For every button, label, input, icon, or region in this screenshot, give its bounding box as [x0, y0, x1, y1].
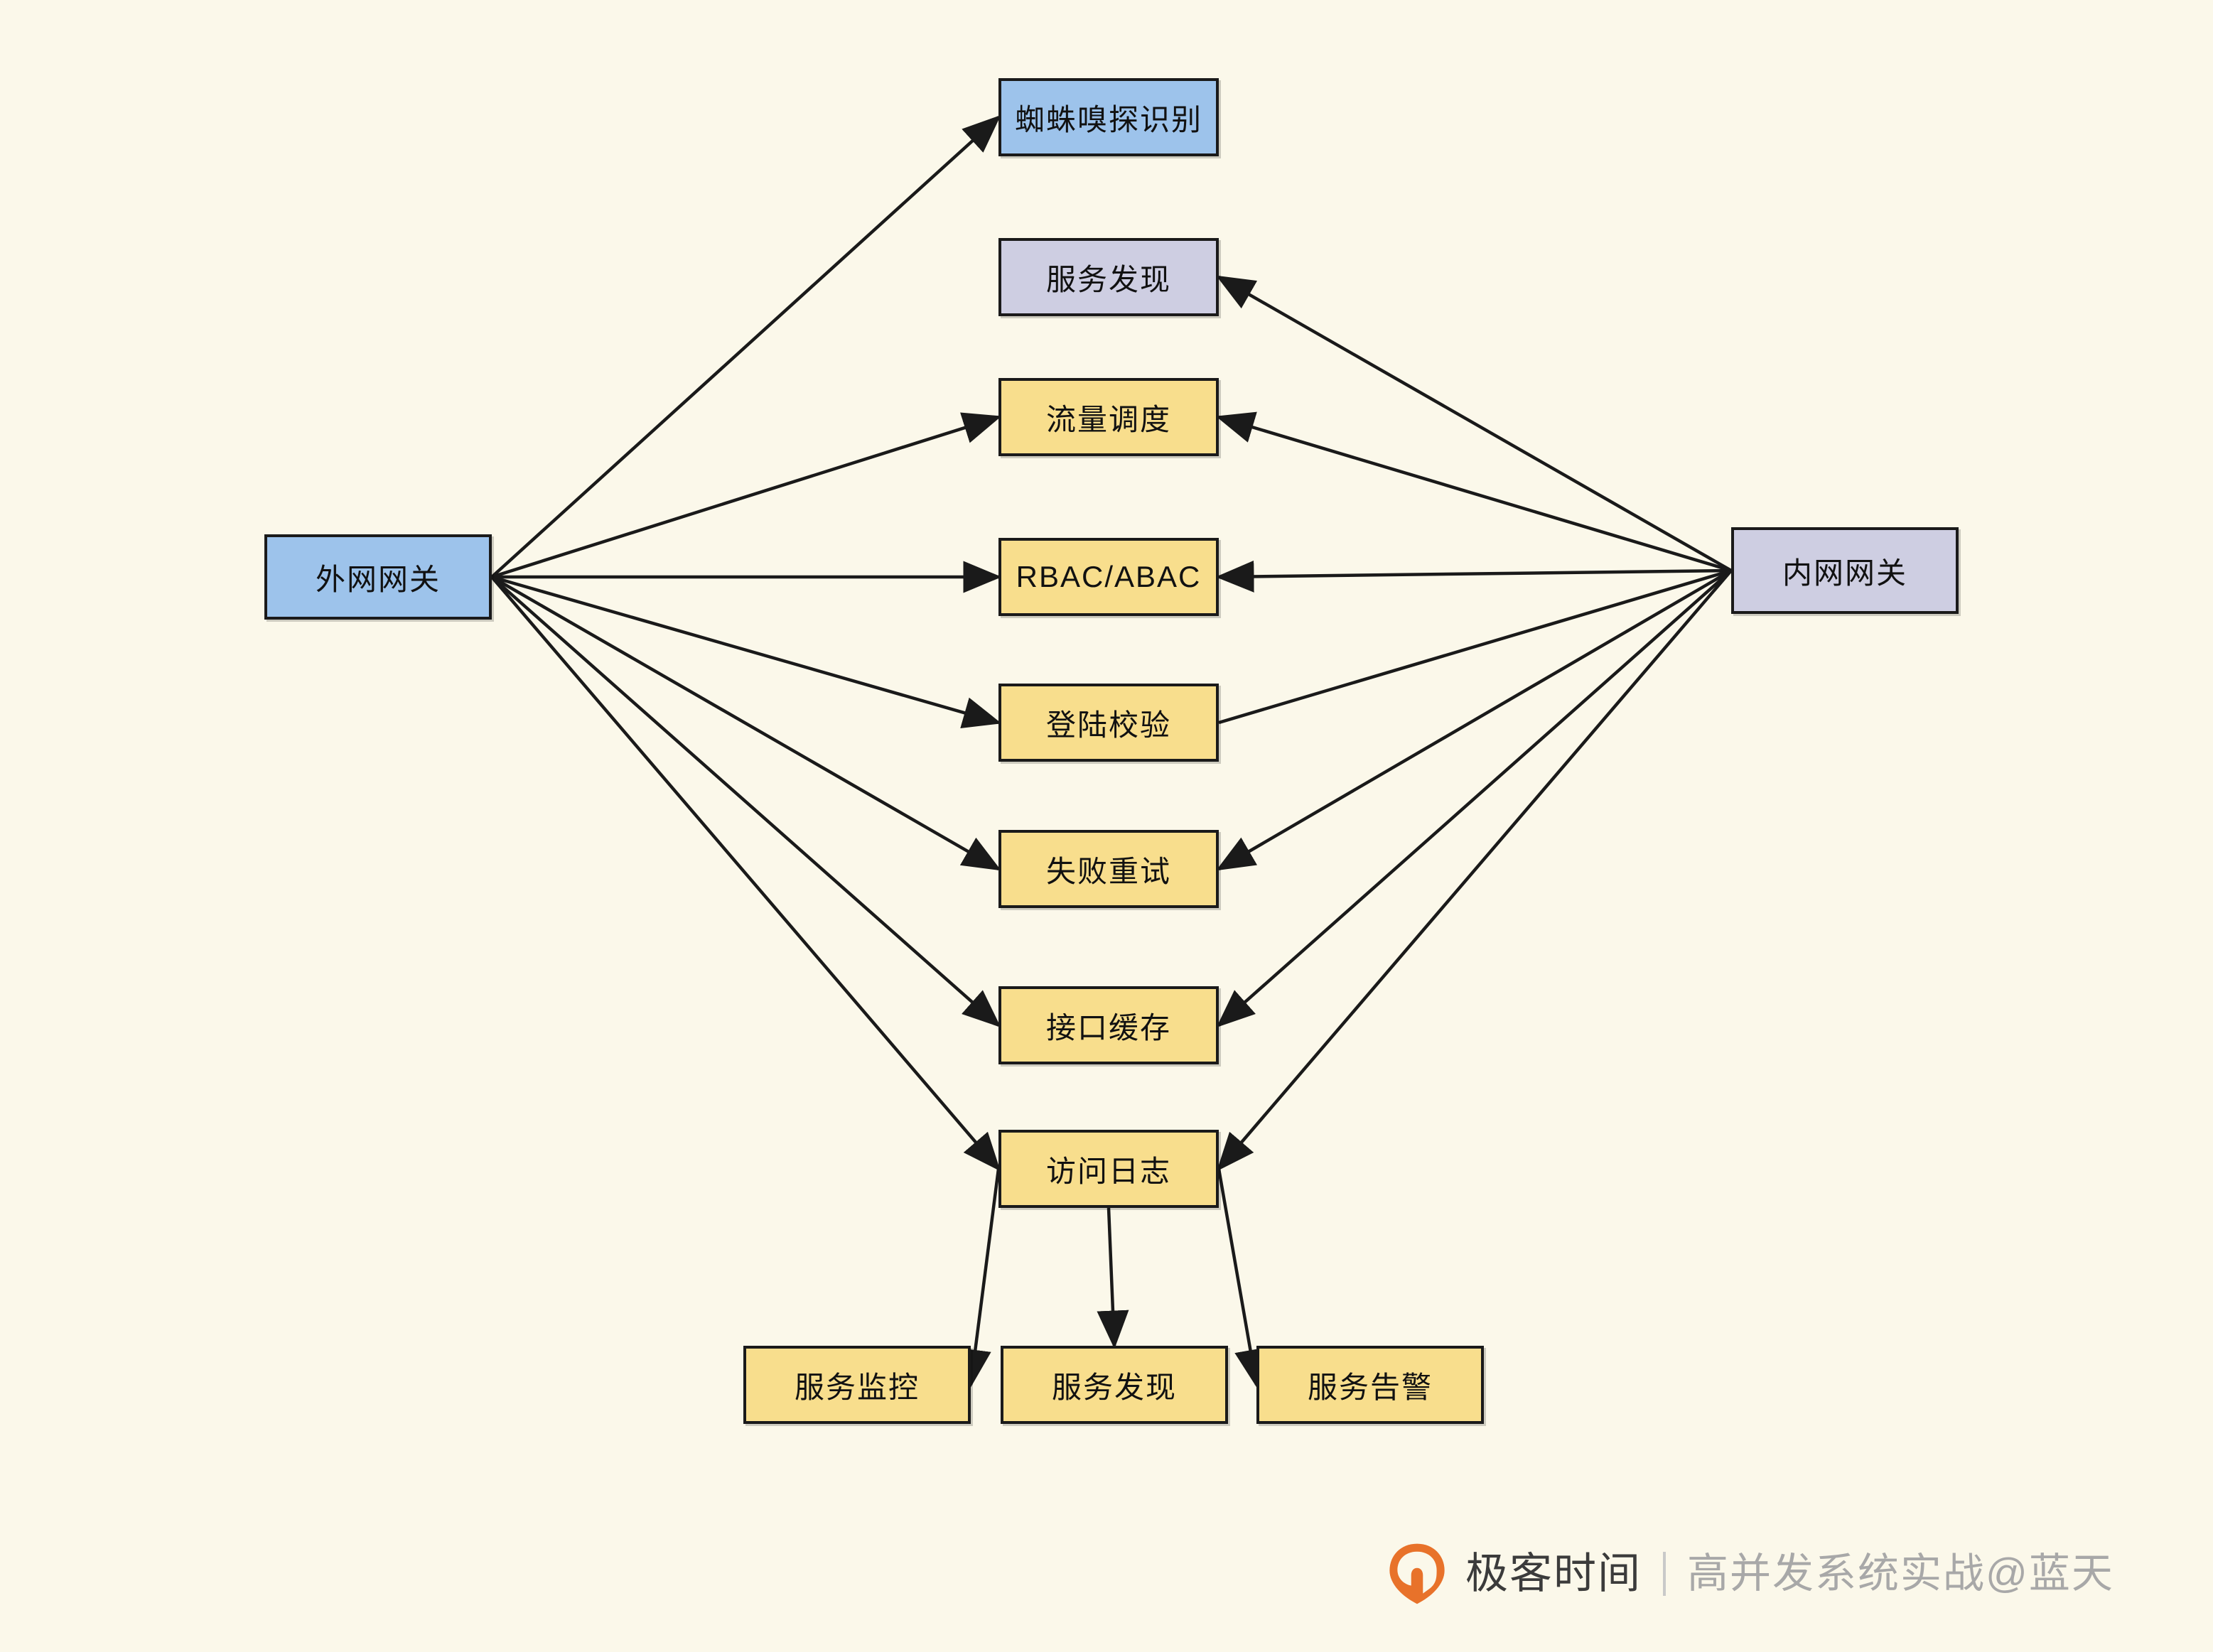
edge-ext_gw-to-login — [491, 575, 1002, 728]
watermark-brand: 极客时间 — [1465, 1550, 1642, 1597]
node-rbac-abac[interactable]: RBAC/ABAC — [998, 538, 1219, 616]
node-label: 访问日志 — [1045, 1154, 1171, 1188]
node-service-discovery-bottom[interactable]: 服务发现 — [1001, 1346, 1228, 1424]
node-label: 服务监控 — [794, 1370, 920, 1404]
geekbang-logo-icon — [1384, 1541, 1450, 1607]
node-internal-gateway[interactable]: 内网网关 — [1731, 527, 1959, 614]
node-label: 外网网关 — [315, 562, 441, 596]
edge-int_gw-to-rbac — [1215, 560, 1732, 593]
node-label: 服务发现 — [1051, 1370, 1177, 1404]
edge-int_gw-to-retry — [1216, 569, 1733, 871]
node-label: RBAC/ABAC — [1016, 560, 1202, 593]
node-traffic-scheduling[interactable]: 流量调度 — [998, 378, 1219, 456]
edge-ext_gw-to-traffic — [491, 412, 1002, 579]
edge-ext_gw-to-spider — [490, 114, 1001, 578]
node-service-alarm[interactable]: 服务告警 — [1256, 1346, 1484, 1424]
edge-int_gw-to-cache — [1216, 569, 1733, 1027]
node-label: 失败重试 — [1045, 854, 1171, 888]
edge-int_gw-to-login — [1218, 568, 1732, 725]
edge-acclog-to-svc_disc_b — [1097, 1207, 1129, 1349]
node-label: 接口缓存 — [1045, 1010, 1171, 1044]
node-api-cache[interactable]: 接口缓存 — [998, 986, 1219, 1064]
edge-int_gw-to-acclog — [1217, 569, 1733, 1172]
node-label: 服务发现 — [1045, 262, 1171, 296]
node-service-monitor[interactable]: 服务监控 — [743, 1346, 971, 1424]
node-label: 登陆校验 — [1045, 708, 1171, 742]
node-label: 内网网关 — [1782, 556, 1907, 590]
node-failure-retry[interactable]: 失败重试 — [998, 830, 1219, 908]
watermark: 极客时间 高并发系统实战@蓝天 — [1384, 1535, 2114, 1613]
node-login-verify[interactable]: 登陆校验 — [998, 684, 1219, 762]
watermark-subtitle: 高并发系统实战@蓝天 — [1687, 1550, 2114, 1597]
node-spider-detect[interactable]: 蜘蛛嗅探识别 — [998, 78, 1219, 156]
node-access-log[interactable]: 访问日志 — [998, 1130, 1219, 1208]
node-external-gateway[interactable]: 外网网关 — [264, 534, 492, 620]
edge-int_gw-to-svc_disc_t — [1216, 275, 1733, 572]
edge-int_gw-to-traffic — [1215, 411, 1732, 573]
node-label: 流量调度 — [1045, 402, 1171, 436]
edge-acclog-to-monitor — [959, 1168, 1001, 1388]
edge-ext_gw-to-cache — [490, 576, 1001, 1027]
node-label: 蜘蛛嗅探识别 — [1014, 102, 1202, 136]
watermark-separator — [1663, 1552, 1666, 1596]
edge-ext_gw-to-acclog — [490, 576, 1001, 1172]
node-label: 服务告警 — [1307, 1370, 1433, 1404]
edge-ext_gw-to-retry — [490, 576, 1001, 871]
node-service-discovery-top[interactable]: 服务发现 — [998, 238, 1219, 316]
